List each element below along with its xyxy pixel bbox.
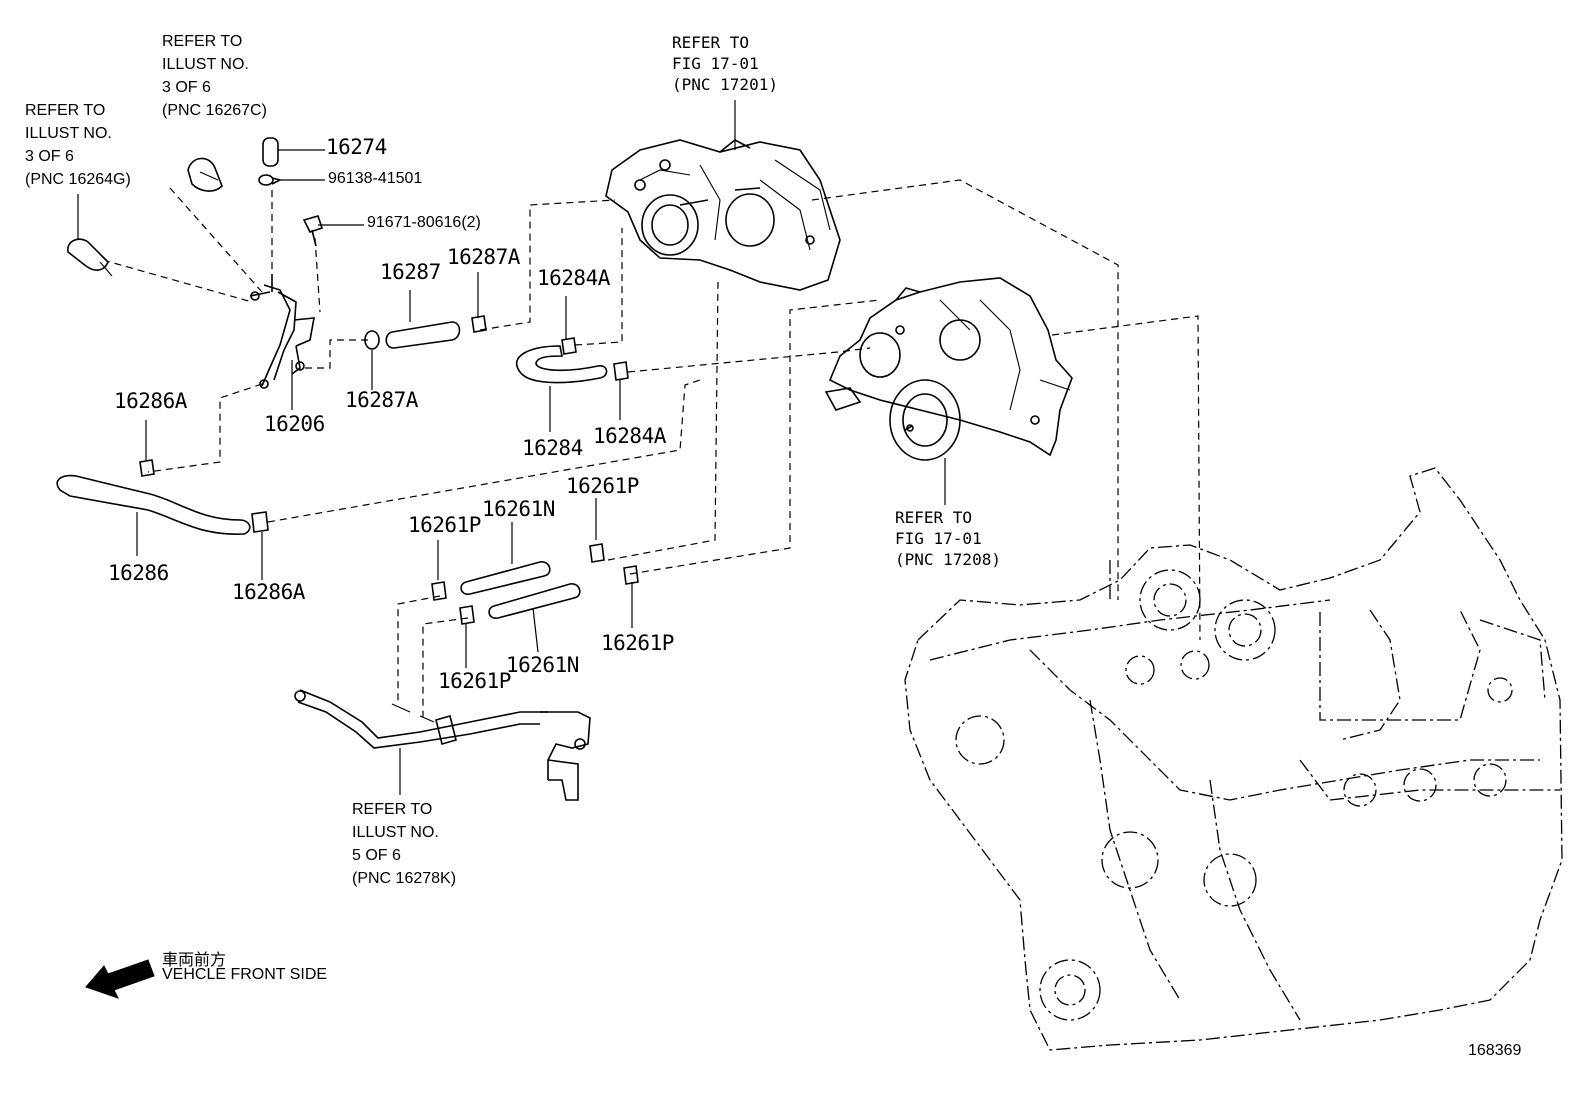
pipe-16206 — [249, 274, 315, 389]
part-label-16286A-top[interactable]: 16286A — [114, 389, 187, 413]
throttle-body-17208 — [824, 277, 1073, 461]
part-label-16287A-bottom[interactable]: 16287A — [345, 388, 418, 412]
part-label-16286[interactable]: 16286 — [108, 561, 169, 585]
clamp-16284A-bottom — [613, 361, 629, 381]
clamp-16261P-c — [459, 605, 475, 625]
front-side-label-en: VEHCLE FRONT SIDE — [162, 966, 328, 983]
part-label-16286A-bottom[interactable]: 16286A — [232, 580, 305, 604]
hose-16284 — [515, 345, 608, 384]
bolt-91671 — [302, 215, 324, 247]
clamp-16261P-d — [623, 565, 639, 585]
part-label-16274[interactable]: 16274 — [326, 135, 387, 159]
hose-16264g — [67, 238, 113, 277]
ref-pnc-16264g: REFER TO ILLUST NO. 3 OF 6 (PNC 16264G) — [25, 102, 131, 188]
engine-block — [904, 467, 1563, 1051]
part-label-16287[interactable]: 16287 — [380, 260, 441, 284]
water-pipe-16278k — [294, 689, 591, 801]
clamp-16284A-top — [561, 337, 577, 355]
part-label-16287A-top[interactable]: 16287A — [447, 245, 520, 269]
part-label-16261P-b[interactable]: 16261P — [566, 474, 639, 498]
vehicle-front-arrow — [85, 959, 155, 999]
ref-pnc-16267c: REFER TO ILLUST NO. 3 OF 6 (PNC 16267C) — [162, 33, 267, 119]
clamp-16261P-a — [431, 581, 447, 601]
leader-lines — [77, 100, 946, 795]
leader-dashed-lines — [102, 179, 1201, 718]
fitting-16267c — [187, 157, 223, 192]
ref-pnc-16278k: REFER TO ILLUST NO. 5 OF 6 (PNC 16278K) — [352, 801, 457, 887]
clamp-16261P-b — [589, 543, 605, 563]
hose-16261N-bottom — [488, 583, 581, 619]
diagram-number: 168369 — [1468, 1042, 1522, 1059]
part-label-16261P-c[interactable]: 16261P — [438, 669, 511, 693]
part-label-16206[interactable]: 16206 — [264, 412, 325, 436]
part-label-96138-41501[interactable]: 96138-41501 — [328, 170, 423, 187]
part-label-91671-80616[interactable]: 91671-80616(2) — [367, 214, 481, 231]
hose-16261N-top — [460, 561, 551, 595]
part-label-16284A-top[interactable]: 16284A — [537, 266, 610, 290]
clamp-16286A-top — [139, 459, 155, 477]
hose-16286 — [56, 474, 251, 535]
part-label-16261P-d[interactable]: 16261P — [601, 631, 674, 655]
clamp-16287A-top — [471, 315, 487, 333]
part-label-16284A-bottom[interactable]: 16284A — [593, 424, 666, 448]
part-label-16261N-b[interactable]: 16261N — [506, 653, 579, 677]
clamp-16287A-bottom — [364, 330, 380, 350]
hose-16287 — [385, 321, 461, 349]
clamp-16286A-bottom — [251, 511, 269, 533]
ref-pnc-17201: REFER TO FIG 17-01 (PNC 17201) — [672, 33, 778, 94]
front-side-label-jp: 車両前方 — [162, 952, 227, 969]
ref-pnc-17208: REFER TO FIG 17-01 (PNC 17208) — [895, 508, 1001, 569]
part-label-16284[interactable]: 16284 — [522, 436, 583, 460]
hose-16274 — [262, 137, 279, 167]
part-label-16261P-a[interactable]: 16261P — [408, 513, 481, 537]
part-label-16261N-a[interactable]: 16261N — [482, 497, 555, 521]
throttle-body-17201 — [605, 139, 841, 291]
clamp-96138 — [258, 174, 283, 186]
